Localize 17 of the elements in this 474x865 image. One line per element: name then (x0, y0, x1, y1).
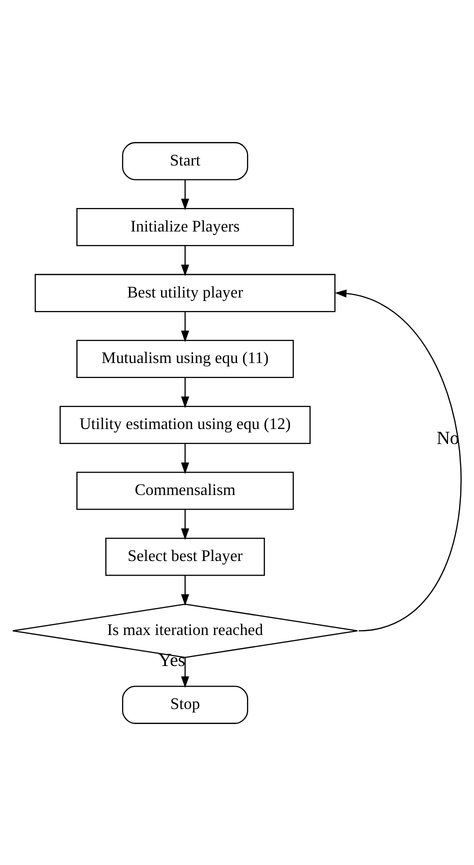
arrow (334, 288, 462, 631)
node-box: Initialize Players (76, 208, 294, 246)
node-box: Utility estimation using equ (12) (60, 405, 311, 444)
arrow (181, 442, 190, 474)
arrow (181, 574, 190, 606)
node-box: Start (122, 142, 248, 180)
node-box: Stop (122, 685, 248, 724)
arrow (181, 311, 190, 342)
node-box: Best utility player (34, 273, 336, 312)
arrow (181, 656, 190, 688)
arrow (181, 377, 190, 408)
arrow (181, 508, 190, 540)
node-box: Commensalism (76, 471, 294, 510)
arrow (181, 245, 190, 276)
arrow (181, 179, 190, 210)
node-box: Select best Player (105, 537, 265, 576)
node-box: Mutualism using equ (11) (76, 339, 294, 378)
